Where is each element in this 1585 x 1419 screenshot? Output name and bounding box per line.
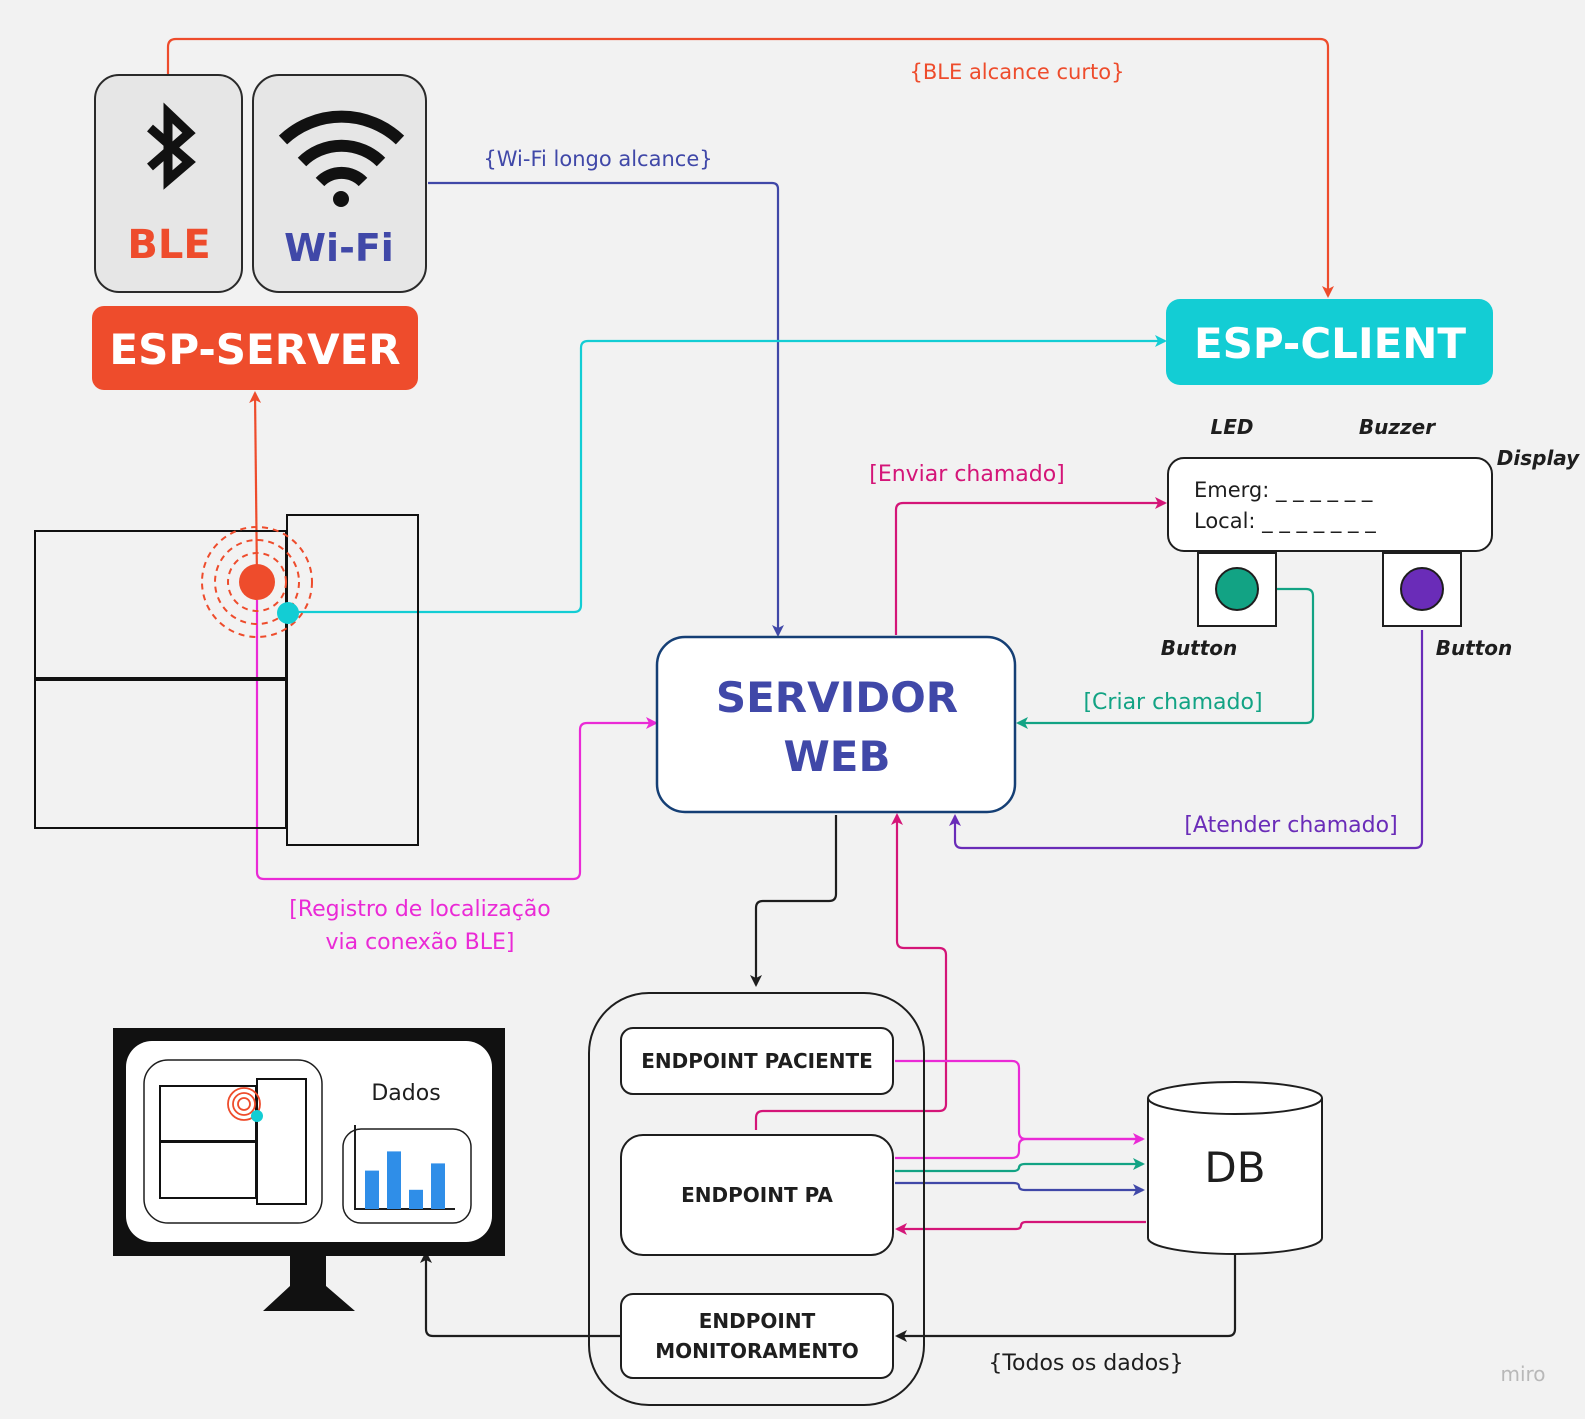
- endpoint-monitoramento-line2: MONITORAMENTO: [655, 1339, 859, 1363]
- green-button: [1197, 552, 1277, 627]
- floor-plan: [34, 514, 419, 846]
- wifi-icon: [278, 110, 405, 187]
- esp-client-node: ESP-CLIENT: [1166, 299, 1493, 385]
- display-panel: Emerg: _ _ _ _ _ _ Local: _ _ _ _ _ _ _: [1167, 457, 1493, 552]
- criar-chamado-label: [Criar chamado]: [1083, 690, 1262, 715]
- beacon-to-server-connector: [249, 391, 262, 581]
- registro-label-line2: via conexão BLE]: [325, 930, 514, 955]
- db-to-monitoramento-connector: [895, 1252, 1237, 1342]
- wifi-icon-label: Wi-Fi: [284, 226, 394, 270]
- db-to-endpoint-pa-connector: [895, 1220, 1146, 1235]
- mini-bar-chart: [354, 1125, 455, 1210]
- endpoint-pa-to-servidor-connector: [754, 813, 948, 1130]
- todos-os-dados-label: {Todos os dados}: [988, 1351, 1183, 1376]
- atender-chamado-connector: [949, 630, 1424, 850]
- endpoint-paciente: ENDPOINT PACIENTE: [620, 1027, 894, 1095]
- servidor-web-line2: WEB: [783, 732, 890, 781]
- database-icon: DB: [1147, 1081, 1323, 1255]
- purple-button: [1382, 552, 1462, 627]
- servidor-web-line1: SERVIDOR: [716, 673, 958, 722]
- endpoint-pa-label: ENDPOINT PA: [681, 1183, 833, 1207]
- esp-client-label: ESP-CLIENT: [1194, 319, 1466, 368]
- mini-chart-bar: [387, 1151, 401, 1209]
- enviar-chamado-connector: [894, 497, 1167, 635]
- endpoint-paciente-label: ENDPOINT PACIENTE: [641, 1049, 873, 1073]
- wifi-long-range-label: {Wi-Fi longo alcance}: [483, 147, 712, 171]
- connectors: [166, 37, 1424, 1342]
- ble-short-range-connector: [166, 37, 1334, 298]
- client-location-dot: [277, 602, 299, 624]
- endpoints-container: [588, 992, 925, 1406]
- bluetooth-icon: [147, 102, 196, 190]
- ble-short-range-label: {BLE alcance curto}: [910, 60, 1125, 84]
- wifi-long-range-connector: [428, 181, 784, 637]
- endpoint-paciente-to-db-connector: [895, 1059, 1145, 1145]
- registro-label-line1: [Registro de localização: [289, 897, 551, 922]
- buzzer-label: Buzzer: [1359, 415, 1436, 439]
- miro-watermark: miro: [1500, 1362, 1545, 1386]
- mini-chart-bar: [365, 1170, 379, 1209]
- endpoint-pa-to-db-magenta-connector: [895, 1137, 1143, 1160]
- servidor-to-endpoints-connector: [750, 815, 838, 987]
- mini-client-dot: [251, 1110, 263, 1122]
- ble-icon-label: BLE: [127, 222, 210, 268]
- ble-icon-box: BLE: [94, 74, 243, 293]
- esp-server-label: ESP-SERVER: [109, 325, 400, 374]
- enviar-chamado-label: [Enviar chamado]: [869, 462, 1065, 487]
- button-right-label: Button: [1436, 636, 1513, 660]
- registro-localizacao-connector: [255, 600, 658, 881]
- endpoint-monitoramento: ENDPOINT MONITORAMENTO: [620, 1293, 894, 1379]
- wifi-icon-box: Wi-Fi: [252, 74, 427, 293]
- db-label: DB: [1204, 1143, 1265, 1192]
- display-label: Display: [1497, 446, 1580, 470]
- led-label: LED: [1210, 415, 1253, 439]
- monitor-icon: Dados: [113, 1028, 505, 1311]
- mini-chart-bar: [431, 1163, 445, 1209]
- mini-chart-bar: [409, 1189, 423, 1209]
- servidor-web-node: SERVIDOR WEB: [655, 635, 1017, 814]
- location-to-client-connector: [288, 335, 1167, 614]
- button-left-label: Button: [1161, 636, 1238, 660]
- endpoint-pa: ENDPOINT PA: [620, 1134, 894, 1256]
- monitoramento-to-monitor-connector: [420, 1251, 621, 1338]
- display-local-text: Local: _ _ _ _ _ _ _: [1194, 509, 1376, 534]
- beacon-dot: [239, 564, 275, 600]
- atender-chamado-label: [Atender chamado]: [1184, 813, 1397, 838]
- endpoint-monitoramento-line1: ENDPOINT: [699, 1309, 816, 1333]
- beacon-signal: [201, 526, 313, 638]
- criar-chamado-connector: [1016, 587, 1315, 729]
- mini-beacon: [227, 1087, 261, 1121]
- esp-server-node: ESP-SERVER: [92, 306, 418, 390]
- display-emerg-text: Emerg: _ _ _ _ _ _: [1194, 478, 1373, 503]
- endpoint-pa-to-db-blue-connector: [895, 1181, 1145, 1196]
- dados-label: Dados: [371, 1081, 440, 1106]
- endpoint-pa-to-db-teal-connector: [895, 1158, 1145, 1173]
